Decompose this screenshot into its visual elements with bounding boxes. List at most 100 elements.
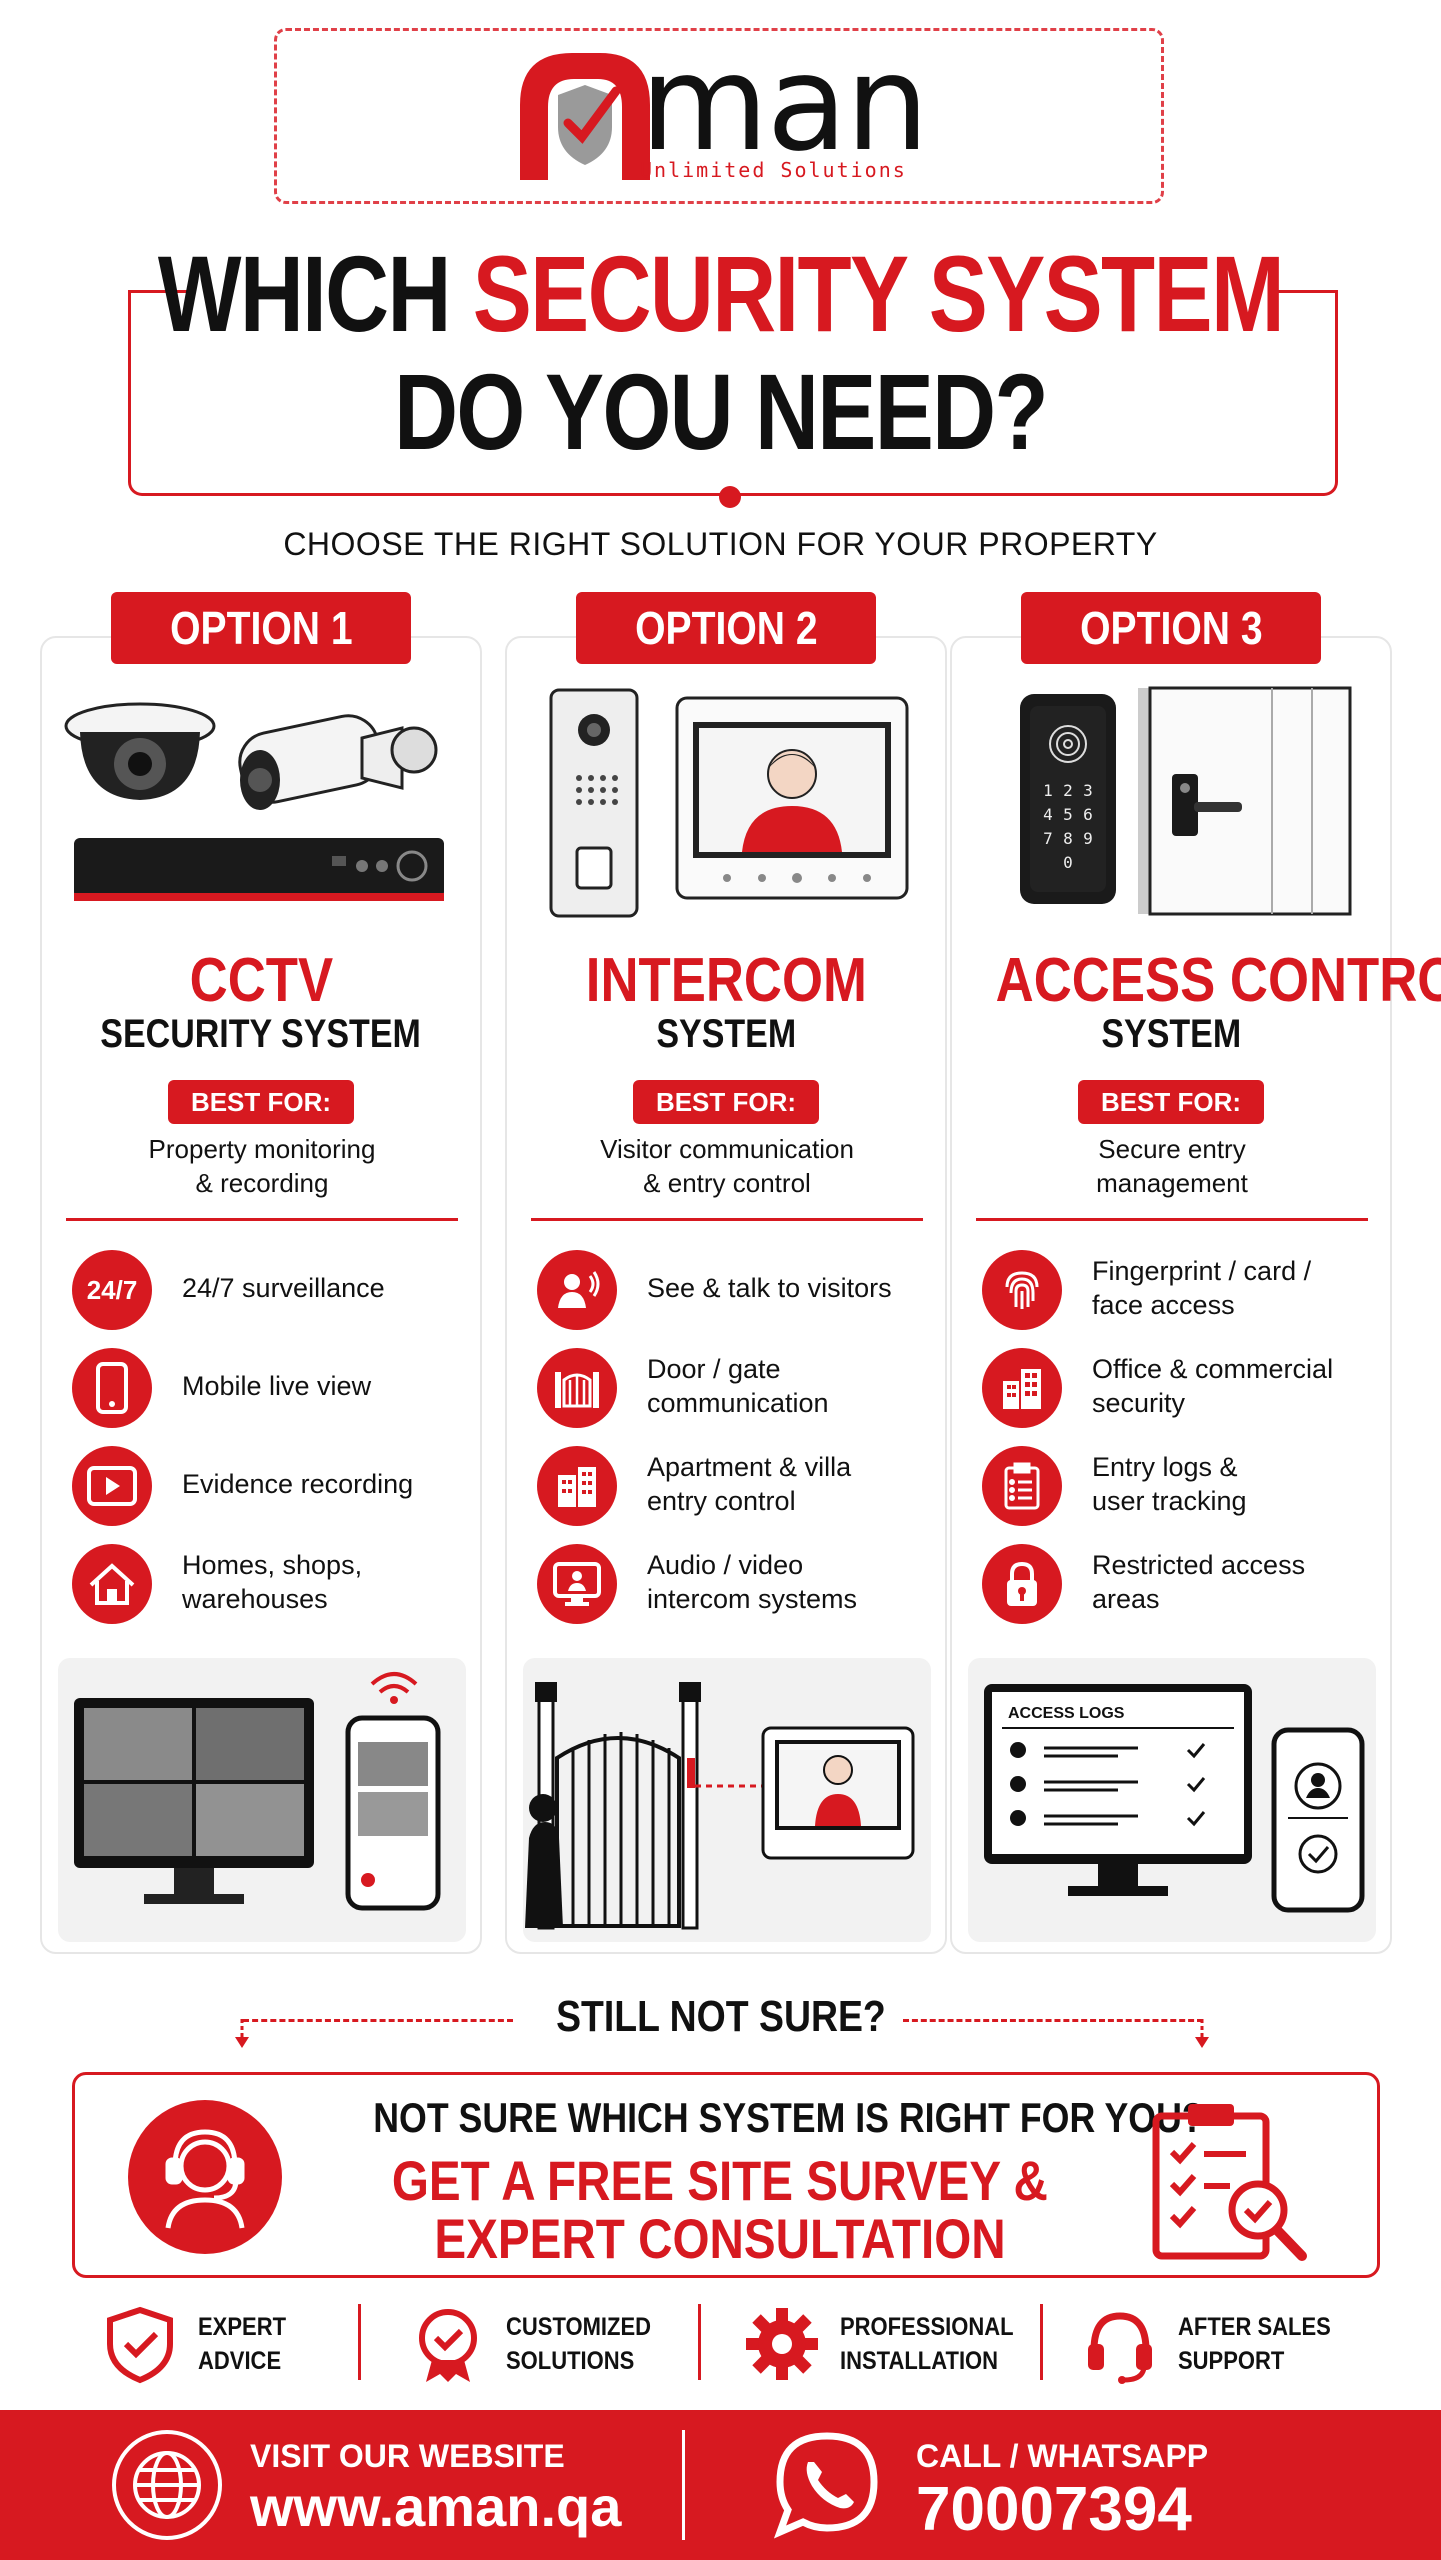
- apartment-icon: [537, 1446, 617, 1526]
- intercom-equipment-illustration: [549, 688, 909, 918]
- svg-text:5: 5: [1063, 805, 1073, 824]
- feature-text: Evidence recording: [182, 1469, 414, 1499]
- arrow-down-icon: [1195, 2019, 1209, 2048]
- arrow-down-icon: [235, 2019, 249, 2048]
- headset-icon: [1088, 2312, 1152, 2384]
- clipboard-list-icon: [982, 1446, 1062, 1526]
- dashed-connector-right: [903, 2019, 1203, 2022]
- option-title: INTERCOM: [585, 946, 867, 1015]
- feature-text: Mobile live view: [182, 1371, 372, 1401]
- cctv-monitoring-scene: [58, 1658, 466, 1942]
- option-subtitle: SYSTEM: [656, 1012, 796, 1056]
- feature-text: 24/7 surveillance: [182, 1273, 385, 1303]
- cta-offer-line-1: GET A FREE SITE SURVEY &: [392, 2149, 1048, 2212]
- svg-text:7: 7: [1043, 829, 1053, 848]
- website-label: VISIT OUR WEBSITE: [250, 2438, 565, 2474]
- best-for-text: Property monitoring& recording: [148, 1134, 376, 1198]
- best-for-label: BEST FOR:: [633, 1080, 819, 1124]
- gear-icon: [746, 2308, 818, 2380]
- option-divider: [66, 1218, 458, 1221]
- option-divider: [531, 1218, 923, 1221]
- feature-item: Mobile live view: [72, 1344, 472, 1428]
- website-link[interactable]: www.aman.qa: [250, 2475, 622, 2538]
- clipboard-search-icon: [1152, 2104, 1307, 2261]
- headline-frame-corner: [128, 290, 190, 293]
- best-for-label: BEST FOR:: [168, 1080, 354, 1124]
- feature-item: Homes, shops,warehouses: [72, 1540, 472, 1624]
- dashed-connector-left: [243, 2019, 513, 2022]
- consultation-cta-box[interactable]: [72, 2072, 1380, 2278]
- feature-item: Entry logs &user tracking: [982, 1442, 1382, 1526]
- mobile-phone-icon: [72, 1348, 152, 1428]
- option-subtitle: SECURITY SYSTEM: [100, 1012, 422, 1056]
- footer-bar: [0, 2410, 1441, 2560]
- feature-text: Homes, shops,warehouses: [182, 1550, 363, 1614]
- access-logs-label: ACCESS LOGS: [1008, 1705, 1125, 1722]
- option-title: CCTV: [189, 946, 333, 1015]
- logo-frame: [274, 28, 1164, 204]
- svg-text:3: 3: [1083, 781, 1093, 800]
- award-badge-icon: [419, 2309, 477, 2382]
- cctv-equipment-illustration: [64, 702, 444, 901]
- svg-text:4: 4: [1043, 805, 1053, 824]
- option-tag: OPTION 2: [576, 592, 876, 664]
- office-building-icon: [982, 1348, 1062, 1428]
- feature-item: Fingerprint / card /face access: [982, 1246, 1382, 1330]
- option-divider: [976, 1218, 1368, 1221]
- aman-logo-a-mark: [520, 53, 650, 180]
- feature-text: Entry logs &user tracking: [1092, 1452, 1247, 1516]
- cta-question: NOT SURE WHICH SYSTEM IS RIGHT FOR YOU?: [373, 2094, 1204, 2141]
- svg-text:0: 0: [1063, 853, 1073, 872]
- perk-divider: [358, 2304, 361, 2380]
- svg-text:9: 9: [1083, 829, 1093, 848]
- headline-line-2: DO YOU NEED?: [394, 351, 1048, 472]
- whatsapp-icon[interactable]: [770, 2428, 884, 2542]
- globe-icon: [112, 2430, 222, 2540]
- headline-frame-dot: [719, 486, 741, 508]
- still-not-sure-heading: STILL NOT SURE?: [555, 1992, 886, 2041]
- option-card-intercom: OPTION 2 INTERCOM SYSTEM BEST FOR: Visit…: [505, 592, 947, 1954]
- fingerprint-icon: [982, 1250, 1062, 1330]
- headline-line-1: WHICH SECURITY SYSTEM: [130, 240, 1312, 348]
- best-for-text: Visitor communication& entry control: [600, 1134, 854, 1198]
- option-subtitle: SYSTEM: [1101, 1012, 1241, 1056]
- footer-divider: [682, 2430, 685, 2540]
- monitor-user-icon: [537, 1544, 617, 1624]
- headline-frame-corner: [1276, 290, 1338, 293]
- option-card-cctv: OPTION 1 CCTV SECURITY SYSTEM BEST FOR: …: [40, 592, 482, 1954]
- 24-7-icon: 24/7: [72, 1250, 152, 1330]
- perk-divider: [698, 2304, 701, 2380]
- access-logs-scene: ACCESS LOGS: [968, 1658, 1376, 1942]
- logo-tagline: Unlimited Solutions: [640, 158, 907, 182]
- shield-check-icon: [107, 2306, 173, 2384]
- perk-divider: [1040, 2304, 1043, 2380]
- phone-number[interactable]: 70007394: [916, 2475, 1192, 2544]
- svg-text:6: 6: [1083, 805, 1093, 824]
- option-tag: OPTION 3: [1021, 592, 1321, 664]
- svg-text:8: 8: [1063, 829, 1073, 848]
- best-for-label: BEST FOR:: [1078, 1080, 1264, 1124]
- phone-label: CALL / WHATSAPP: [916, 2438, 1209, 2474]
- headline-black-word: WHICH: [157, 233, 452, 354]
- gate-icon: [537, 1348, 617, 1428]
- feature-item: 24/7 24/7 surveillance: [72, 1246, 472, 1330]
- padlock-icon: [982, 1544, 1062, 1624]
- svg-text:2: 2: [1063, 781, 1073, 800]
- cta-offer-line-2: EXPERT CONSULTATION: [434, 2207, 1006, 2270]
- svg-text:1: 1: [1043, 781, 1053, 800]
- house-icon: [72, 1544, 152, 1624]
